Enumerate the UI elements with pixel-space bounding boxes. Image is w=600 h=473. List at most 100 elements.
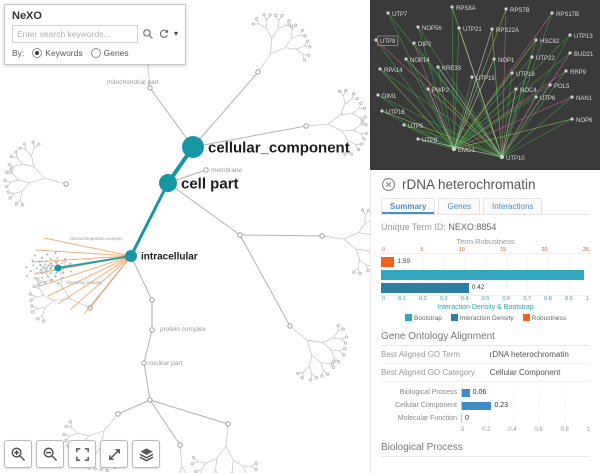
legend-item-robustness: Robustness bbox=[522, 314, 566, 322]
term-title: rDNA heterochromatin bbox=[402, 177, 536, 192]
axis-tick: 0 bbox=[382, 296, 386, 302]
tree-branch-label[interactable]: ribonucleoprotein complex bbox=[70, 236, 123, 241]
collapse-panel-caret-icon[interactable]: ▾ bbox=[173, 29, 178, 38]
gene-node-label[interactable]: UTP7 bbox=[392, 12, 408, 18]
go-row-label: Best Aligned GO Category bbox=[381, 368, 475, 377]
gene-node-label[interactable]: UTP10 bbox=[506, 156, 525, 162]
axis-tick: 5 bbox=[420, 247, 424, 253]
term-chart-bar-row: 0.42 bbox=[381, 282, 590, 293]
gene-node-label[interactable]: UTP18 bbox=[516, 72, 535, 78]
tree-node-label[interactable]: cellular_component bbox=[208, 139, 350, 156]
gene-node-label[interactable]: UTP13 bbox=[574, 34, 593, 40]
chart-title: Term Robustness bbox=[456, 237, 515, 246]
layers-button[interactable] bbox=[132, 440, 160, 468]
radio-genes[interactable]: Genes bbox=[90, 48, 129, 58]
tree-branch-label[interactable]: ribosomal subunit bbox=[66, 280, 102, 285]
tab-genes[interactable]: Genes bbox=[438, 198, 481, 214]
gene-node-label[interactable]: DIM1 bbox=[382, 94, 397, 100]
gene-node-label[interactable]: UTP6 bbox=[540, 96, 556, 102]
fit-to-screen-button[interactable] bbox=[68, 440, 96, 468]
legend-swatch bbox=[405, 314, 412, 321]
radio-keywords[interactable]: Keywords bbox=[32, 48, 83, 58]
legend-item-interaction-density: Interaction Density bbox=[450, 314, 514, 322]
gene-node-label[interactable]: RPS8A bbox=[456, 6, 476, 12]
zoom-in-button[interactable] bbox=[4, 440, 32, 468]
term-chart-bar-row: 1.59 bbox=[381, 256, 590, 267]
gene-node-label[interactable]: UTP5 bbox=[408, 124, 424, 130]
gene-node-label[interactable]: KRE33 bbox=[442, 66, 462, 72]
legend-swatch bbox=[522, 314, 530, 321]
go-chart-value: 0.06 bbox=[472, 389, 487, 396]
search-input[interactable] bbox=[12, 25, 138, 43]
go-chart-row: Biological Process 0.06 bbox=[381, 388, 590, 397]
gene-node-label[interactable]: NOP6 bbox=[576, 118, 593, 124]
gene-node-label[interactable]: RPS22A bbox=[496, 28, 519, 34]
go-chart-value: 0 bbox=[465, 415, 469, 422]
gene-node-label[interactable]: UTP9 bbox=[380, 39, 396, 45]
gene-node-label[interactable]: NOP56 bbox=[422, 26, 442, 32]
axis-tick: 0.5 bbox=[481, 296, 490, 302]
tree-node-label[interactable]: intracellular bbox=[141, 252, 198, 263]
gene-node-label[interactable]: RPS17B bbox=[556, 12, 579, 18]
gene-node-label[interactable]: UTP22 bbox=[536, 56, 555, 62]
gene-node-label[interactable]: POL5 bbox=[554, 84, 570, 90]
go-chart-track: 0 bbox=[461, 414, 590, 423]
go-row-value: rDNA heterochromatin bbox=[489, 350, 569, 359]
radio-genes-icon bbox=[90, 48, 101, 58]
gene-node-label[interactable]: UTP15 bbox=[476, 76, 495, 82]
gene-node-label[interactable]: NOP1 bbox=[498, 58, 515, 64]
zoom-out-button[interactable] bbox=[36, 440, 64, 468]
gene-node-label[interactable]: HSC82 bbox=[540, 39, 560, 45]
gene-node-label[interactable]: BUD21 bbox=[574, 52, 594, 58]
axis-tick: 0.4 bbox=[460, 296, 469, 302]
gene-node-label[interactable]: NAN1 bbox=[576, 96, 593, 102]
axis-tick: 1 bbox=[586, 427, 590, 433]
interaction-network-canvas[interactable]: UTP7 RPS8A RPS7B RPS17B NOP56 UTP21 RPS22A HSC8… bbox=[370, 0, 600, 170]
gene-node-label[interactable]: UTP21 bbox=[463, 27, 482, 33]
term-chart-bar-row bbox=[381, 269, 590, 280]
unique-term-id: Unique Term ID: NEXO:8854 bbox=[381, 222, 590, 232]
gene-node-label[interactable]: PWP2 bbox=[432, 88, 450, 94]
tab-interactions[interactable]: Interactions bbox=[483, 198, 543, 214]
tree-node-label[interactable]: cell part bbox=[181, 175, 239, 192]
tree-branch-label[interactable]: nuclear part bbox=[148, 360, 183, 367]
view-controls bbox=[4, 440, 160, 468]
gene-node-label[interactable]: RPA14 bbox=[384, 68, 403, 74]
tree-branch-label[interactable]: membrane bbox=[211, 167, 242, 174]
close-icon[interactable] bbox=[381, 177, 396, 192]
tree-branch-label[interactable]: protein complex bbox=[160, 326, 207, 333]
gene-node-label[interactable]: NOP14 bbox=[410, 58, 430, 64]
axis-tick: 0 bbox=[461, 427, 465, 433]
axis-tick: 0.1 bbox=[398, 296, 406, 302]
gene-node-label[interactable]: UTP8 bbox=[422, 138, 438, 144]
axis-tick: 15 bbox=[500, 247, 507, 253]
axis-tick: 0.2 bbox=[419, 296, 427, 302]
expand-arrows-button[interactable] bbox=[100, 440, 128, 468]
axis-tick: 0.7 bbox=[523, 296, 531, 302]
search-icon[interactable] bbox=[142, 28, 154, 40]
gene-node-label[interactable]: UTP16 bbox=[386, 110, 405, 116]
gene-node-label[interactable]: NOC4 bbox=[520, 88, 537, 94]
go-chart-value: 0.23 bbox=[494, 402, 509, 409]
go-chart-track: 0.06 bbox=[461, 388, 590, 397]
search-panel: NeXO ▾ By: Keywords Genes bbox=[4, 4, 186, 65]
radio-genes-label: Genes bbox=[103, 48, 129, 58]
tree-branch-label[interactable]: mitochondrial part bbox=[107, 79, 159, 86]
gene-node-label[interactable]: DIP2 bbox=[418, 42, 432, 48]
gene-node-label[interactable]: RRP9 bbox=[570, 70, 587, 76]
bar-bootstrap bbox=[381, 269, 584, 280]
tab-summary[interactable]: Summary bbox=[381, 198, 436, 214]
gene-node-label[interactable]: EMG1 bbox=[458, 148, 476, 154]
axis-tick: 0.9 bbox=[565, 296, 573, 302]
gene-node-label[interactable]: RPS7B bbox=[510, 8, 530, 14]
go-chart-bar bbox=[462, 388, 470, 397]
reset-search-icon[interactable] bbox=[158, 28, 170, 40]
bar-value-label: 0.42 bbox=[471, 284, 485, 291]
axis-tick: 0.3 bbox=[439, 296, 448, 302]
go-chart-category: Biological Process bbox=[399, 389, 457, 396]
